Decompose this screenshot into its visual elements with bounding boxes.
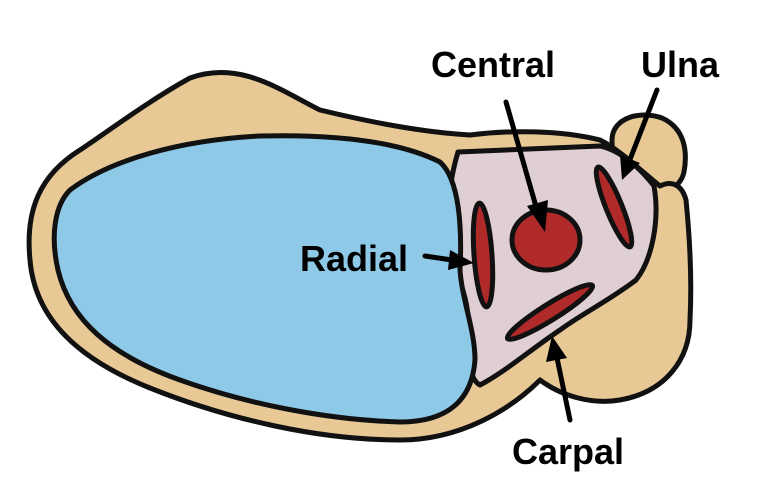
- arrow-carpal: [546, 336, 573, 423]
- arrow-central: [503, 99, 548, 232]
- arrow-ulna: [620, 87, 660, 180]
- carpal-vessel: [504, 282, 596, 342]
- label-central: Central: [431, 44, 555, 85]
- ulnar-vessel: [593, 164, 635, 250]
- arrow-radial: [422, 250, 474, 270]
- label-radial: Radial: [300, 238, 408, 279]
- marrow-cavity: [51, 133, 478, 425]
- label-ulna: Ulna: [641, 44, 720, 85]
- label-carpal: Carpal: [512, 431, 624, 472]
- radial-vessel: [470, 200, 496, 310]
